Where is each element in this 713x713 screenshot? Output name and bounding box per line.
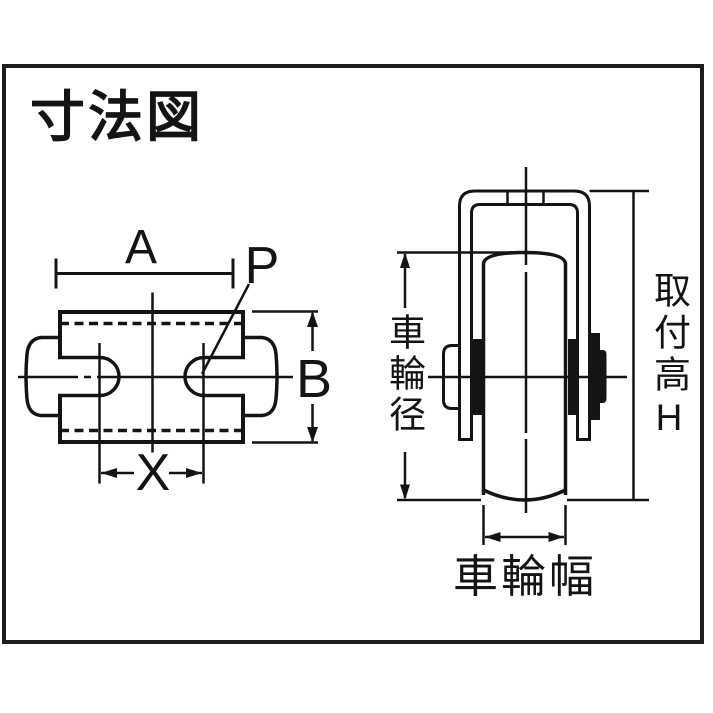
- wheel-bottom-crown: [482, 488, 567, 502]
- side-view-caster: [428, 167, 627, 513]
- mounting-height-label: 取付高H: [648, 271, 690, 443]
- wheel-width-label: 車輪幅: [452, 551, 598, 602]
- dim-b-arrows: [307, 311, 318, 443]
- dim-a-label: A: [124, 221, 158, 274]
- bracket-top-ticks: [506, 191, 545, 205]
- bracket-inner: [470, 203, 579, 439]
- dim-p-label: P: [244, 237, 280, 295]
- bracket-outer: [458, 189, 591, 439]
- side-view-dimensions: [397, 189, 649, 545]
- top-view-dimensions: [54, 258, 318, 484]
- wheel-outline: [481, 250, 568, 495]
- border-frame: [2, 64, 704, 644]
- top-view-plate: [18, 292, 293, 453]
- dim-x-line: [98, 343, 205, 484]
- dim-mount-height-line: [567, 189, 649, 502]
- page-title: 寸法図: [30, 86, 205, 148]
- dim-p-leader: [200, 283, 251, 375]
- wheel-diameter-label: 車輪径: [383, 313, 425, 436]
- dim-a-line: [54, 258, 235, 289]
- dim-b-label: B: [295, 349, 333, 409]
- dim-x-label: X: [135, 444, 171, 502]
- dim-wheel-dia-line: [397, 251, 529, 502]
- dim-b-line: [252, 310, 318, 444]
